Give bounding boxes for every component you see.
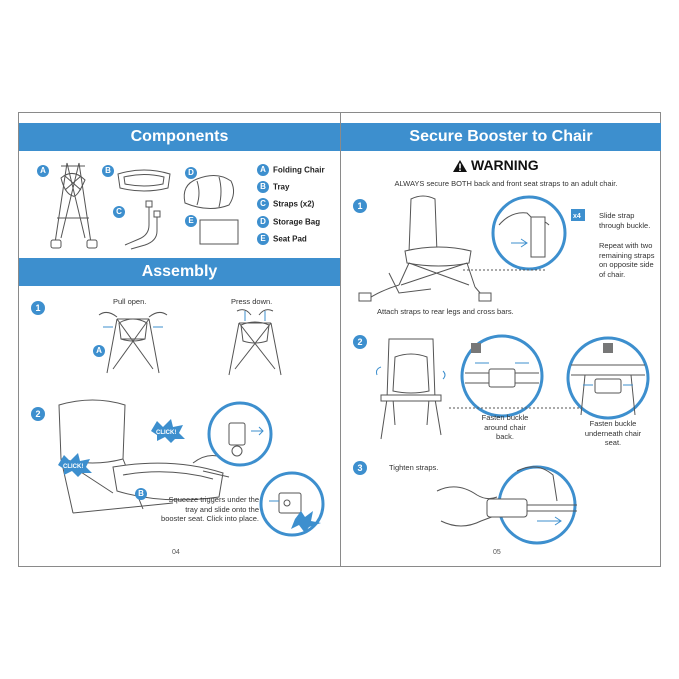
legend-badge-c: C bbox=[257, 198, 269, 210]
seat-buckle-detail bbox=[566, 336, 650, 420]
storage-bag-illustration bbox=[183, 175, 235, 209]
slide-strap-text: Slide strap through buckle. bbox=[599, 211, 651, 230]
step1-badge: 1 bbox=[31, 301, 45, 315]
left-page: Components A B C D E bbox=[19, 113, 340, 566]
assembly-banner: Assembly bbox=[19, 258, 340, 286]
legend-badge-a: A bbox=[257, 164, 269, 176]
component-badge-c: C bbox=[113, 206, 125, 218]
click-label-top: CLICK! bbox=[156, 430, 176, 436]
press-down-text: Press down. bbox=[231, 297, 273, 306]
x4-tag: x4 bbox=[571, 209, 585, 221]
pull-open-badge-a: A bbox=[93, 345, 105, 357]
left-page-number: 04 bbox=[172, 549, 180, 556]
page-divider bbox=[340, 113, 341, 566]
trigger-detail-circle bbox=[207, 401, 273, 467]
seat-pad-illustration bbox=[199, 219, 239, 245]
right-page: Secure Booster to Chair WARNING ALWAYS s… bbox=[341, 113, 661, 566]
secure-step1-badge: 1 bbox=[353, 199, 367, 213]
legend-badge-d: D bbox=[257, 216, 269, 228]
chair-buckle-illustration bbox=[376, 338, 446, 440]
press-down-illustration bbox=[228, 309, 282, 376]
component-badge-e: E bbox=[185, 215, 197, 227]
instruction-booklet-spread: Components A B C D E bbox=[18, 112, 661, 567]
secure-booster-banner: Secure Booster to Chair bbox=[341, 123, 661, 151]
tray-illustration bbox=[117, 169, 171, 192]
warning-text: ALWAYS secure BOTH back and front seat s… bbox=[394, 179, 618, 188]
x4-label: x4 bbox=[573, 213, 581, 220]
strap-buckle-detail bbox=[491, 195, 567, 271]
legend-label-folding-chair: Folding Chair bbox=[273, 165, 325, 175]
chair-straps-illustration bbox=[358, 195, 492, 302]
legend-badge-e: E bbox=[257, 233, 269, 245]
right-page-number: 05 bbox=[493, 549, 501, 556]
attach-straps-text: Attach straps to rear legs and cross bar… bbox=[377, 307, 514, 316]
tray-badge-b: B bbox=[135, 488, 147, 500]
legend-straps: C Straps (x2) bbox=[257, 198, 314, 210]
fasten-back-text: Fasten buckle around chair back. bbox=[481, 413, 529, 441]
legend-storage-bag: D Storage Bag bbox=[257, 216, 320, 228]
legend-label-seat-pad: Seat Pad bbox=[273, 234, 307, 244]
tighten-straps-illustration bbox=[436, 465, 577, 545]
back-buckle-detail bbox=[460, 334, 544, 418]
click-label-left: CLICK! bbox=[63, 464, 83, 470]
legend-label-storage-bag: Storage Bag bbox=[273, 217, 321, 227]
legend-badge-b: B bbox=[257, 181, 269, 193]
legend-seat-pad: E Seat Pad bbox=[257, 233, 307, 245]
legend-folding-chair: A Folding Chair bbox=[257, 164, 325, 176]
component-badge-d: D bbox=[185, 167, 197, 179]
dashed-connector-2 bbox=[449, 407, 579, 409]
legend-label-straps: Straps (x2) bbox=[273, 199, 315, 209]
component-badge-a: A bbox=[37, 165, 49, 177]
fasten-seat-text: Fasten buckle underneath chair seat. bbox=[584, 419, 642, 447]
folding-chair-illustration bbox=[50, 162, 98, 249]
click-detail-circle bbox=[259, 471, 325, 537]
component-badge-b: B bbox=[102, 165, 114, 177]
click-burst-top: CLICK! bbox=[151, 419, 185, 443]
repeat-straps-text: Repeat with two remaining straps on oppo… bbox=[599, 241, 655, 279]
secure-step2-badge: 2 bbox=[353, 335, 367, 349]
straps-illustration bbox=[124, 200, 161, 250]
dashed-connector-1 bbox=[463, 269, 547, 271]
pull-open-illustration bbox=[98, 311, 168, 374]
secure-step3-badge: 3 bbox=[353, 461, 367, 475]
legend-tray: B Tray bbox=[257, 181, 289, 193]
step2-badge: 2 bbox=[31, 407, 45, 421]
components-banner: Components bbox=[19, 123, 340, 151]
legend-label-tray: Tray bbox=[273, 182, 290, 192]
click-burst-left: CLICK! bbox=[58, 453, 92, 477]
warning-title: WARNING bbox=[471, 157, 539, 173]
warning-heading: WARNING bbox=[453, 157, 539, 173]
tighten-straps-text: Tighten straps. bbox=[389, 463, 439, 472]
pull-open-text: Pull open. bbox=[113, 297, 147, 306]
step2-instructions: Squeeze triggers under the tray and slid… bbox=[161, 495, 259, 523]
warning-triangle-icon bbox=[453, 160, 467, 172]
